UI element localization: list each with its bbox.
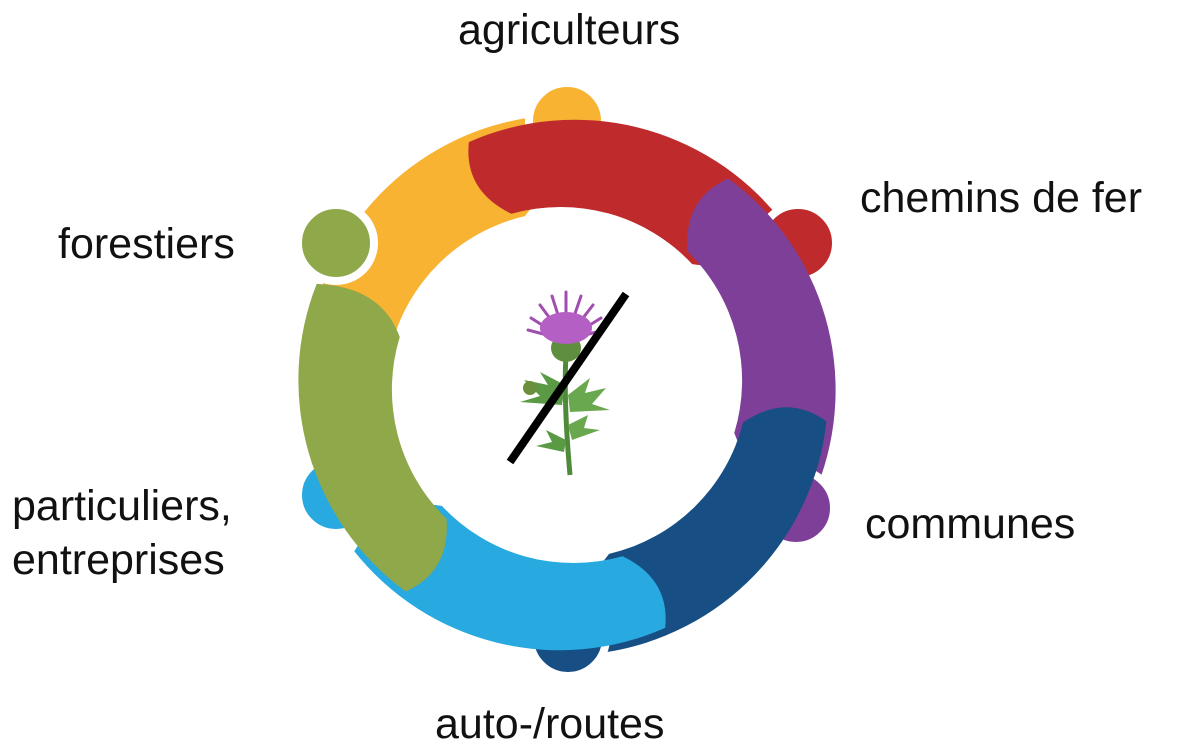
thistle-leaf — [568, 415, 600, 440]
thistle-flower-core — [540, 312, 592, 344]
figure-forestiers-body — [298, 283, 447, 592]
label-chemins-de-fer: chemins de fer — [860, 174, 1143, 222]
strike-through-line — [506, 291, 630, 465]
thistle-stem — [562, 354, 573, 476]
thistle-bud — [523, 381, 537, 395]
label-agriculteurs: agriculteurs — [458, 6, 681, 54]
label-forestiers: forestiers — [58, 220, 235, 268]
thistle-leaf — [536, 430, 566, 452]
label-particuliers: particuliers, — [12, 482, 232, 530]
figure-forestiers — [294, 201, 447, 592]
label-communes: communes — [865, 500, 1076, 548]
label-entreprises: entreprises — [12, 536, 225, 584]
figure-forestiers-head — [294, 201, 378, 285]
label-routes: auto-/routes — [435, 700, 665, 748]
thistle-leaf — [568, 378, 610, 412]
thistle-crossed-out-icon — [506, 290, 630, 476]
